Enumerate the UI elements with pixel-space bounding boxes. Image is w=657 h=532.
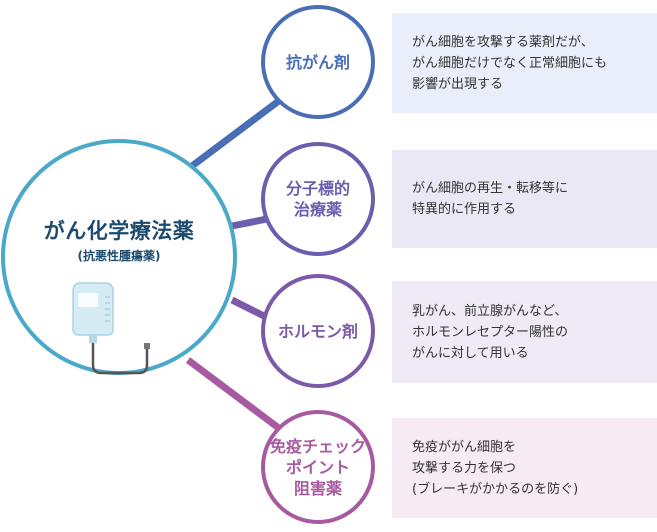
description-line: 特異的に作用する	[412, 202, 517, 217]
description-panel-molecular-targeted: がん細胞の再生・転移等に 特異的に作用する	[392, 150, 657, 248]
node-checkpoint-inhibitor: 免疫チェック ポイント 阻害薬	[261, 410, 375, 524]
center-subtitle: (抗悪性腫瘍薬)	[77, 249, 161, 263]
node-anticancer: 抗がん剤	[261, 5, 375, 119]
description-line: がん細胞を攻撃する薬剤だが、	[412, 34, 594, 50]
description-panel-checkpoint-inhibitor: 免疫ががん細胞を 攻撃する力を保つ (ブレーキがかかるのを防ぐ)	[392, 418, 657, 518]
description-line: がん細胞だけでなく正常細胞にも	[412, 55, 608, 71]
description-line: がん細胞の再生・転移等に	[412, 181, 569, 196]
node-label: ホルモン剤	[277, 321, 358, 341]
description-panel-hormone: 乳がん、前立腺がんなど、 ホルモンレセプター陽性の がんに対して用いる	[392, 281, 657, 383]
description-line: ホルモンレセプター陽性の	[412, 324, 569, 340]
connector-checkpoint-inhibitor	[185, 357, 287, 435]
connector-anticancer	[189, 94, 287, 169]
description-panel-anticancer: がん細胞を攻撃する薬剤だが、 がん細胞だけでなく正常細胞にも 影響が出現する	[392, 13, 657, 113]
node-label: 分子標的 治療薬	[285, 179, 350, 219]
node-label: 抗がん剤	[285, 52, 350, 72]
description-line: 乳がん、前立腺がんなど、	[412, 303, 568, 319]
description-line: 免疫ががん細胞を	[412, 439, 517, 455]
node-label: 免疫チェック ポイント 阻害薬	[269, 436, 366, 498]
description-line: 攻撃する力を保つ	[412, 460, 517, 476]
description-line: (ブレーキがかかるのを防ぐ)	[412, 481, 579, 497]
center-title: がん化学療法薬	[43, 219, 195, 243]
center-circle: がん化学療法薬 (抗悪性腫瘍薬)	[1, 139, 237, 375]
node-molecular-targeted: 分子標的 治療薬	[261, 142, 375, 256]
description-line: 影響が出現する	[412, 76, 504, 92]
description-line: がんに対して用いる	[412, 345, 529, 361]
node-hormone: ホルモン剤	[261, 274, 375, 388]
iv-drip-bag-icon	[72, 282, 150, 375]
